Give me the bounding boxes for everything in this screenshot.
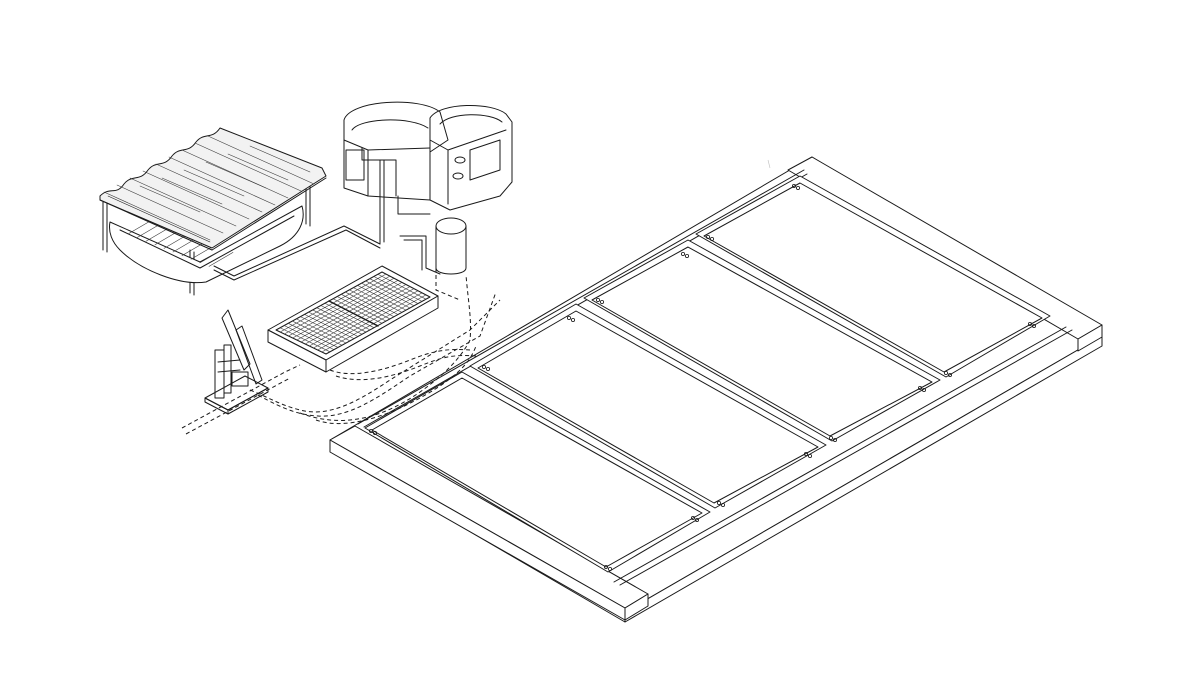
grid-filter-box — [267, 265, 439, 373]
small-drum — [435, 217, 467, 275]
hand-pump — [204, 309, 269, 415]
roof-ridge-line — [194, 142, 302, 192]
greenhouse-pipe — [213, 225, 381, 277]
basin-slat — [127, 219, 153, 235]
roof-panel-line — [205, 161, 267, 189]
filter-box-side — [325, 295, 439, 373]
greenhouse-basin — [109, 205, 304, 284]
roof-panel-line — [249, 145, 311, 173]
roof-ridge-line — [103, 191, 211, 241]
basin-slat — [163, 234, 189, 249]
roof-ridge-line — [155, 163, 263, 213]
tank-valve-1 — [454, 156, 466, 164]
platform-rail-bottom-2 — [613, 326, 1067, 583]
tank-pipe-1 — [379, 159, 385, 245]
panel-4 — [695, 175, 1051, 378]
pipe-route-9 — [335, 355, 477, 381]
pipe-route-3 — [249, 299, 501, 413]
tank-2 — [429, 105, 513, 211]
pipe-route-8 — [329, 349, 471, 375]
roof-ridge-line — [181, 149, 289, 199]
reference-tick — [767, 159, 771, 169]
panel-bolts — [368, 183, 1037, 572]
panel-2 — [469, 303, 827, 509]
filter-divider — [328, 300, 379, 327]
drum-body — [435, 225, 467, 275]
end-beam-left-side — [329, 439, 626, 621]
roof-ridge-line — [207, 135, 315, 185]
underground-pipes — [181, 268, 501, 435]
water-tanks — [343, 101, 513, 275]
panel-1 — [364, 371, 711, 573]
roof-panel-line — [227, 153, 289, 181]
pipe-route-5 — [299, 274, 472, 421]
roof-panel-line — [139, 185, 201, 213]
roof-ridge-line — [142, 170, 250, 220]
tank-pipe-2 — [397, 195, 431, 215]
pipe-route-2 — [185, 377, 291, 435]
roof-corrugation — [103, 135, 315, 241]
platform-rail-top — [357, 169, 805, 425]
roof-panel-line — [161, 177, 223, 205]
pipe-route-1 — [181, 364, 301, 429]
platform-rail-bottom — [619, 329, 1073, 586]
end-beam-right-front — [1077, 324, 1103, 352]
basin-slat — [208, 252, 234, 267]
pipe-route-6 — [315, 345, 477, 424]
greenhouse-frame — [99, 127, 381, 296]
roof-panel-line — [183, 169, 245, 197]
pipe-route-7 — [435, 268, 461, 301]
roof-ridge-line — [129, 177, 237, 227]
pump-handle — [221, 309, 251, 371]
roof-ridge-line — [168, 156, 276, 206]
pipe-route-4 — [257, 291, 497, 417]
panel-platform — [329, 156, 1103, 623]
drum-top — [435, 217, 467, 235]
tank-pipe-3 — [399, 235, 441, 275]
pump-column — [214, 349, 225, 399]
panel-3 — [583, 239, 941, 442]
basin-slat — [154, 230, 180, 246]
roof-ridge-line — [116, 184, 224, 234]
basin-slat — [199, 248, 225, 264]
tank-valve-2 — [452, 172, 464, 180]
